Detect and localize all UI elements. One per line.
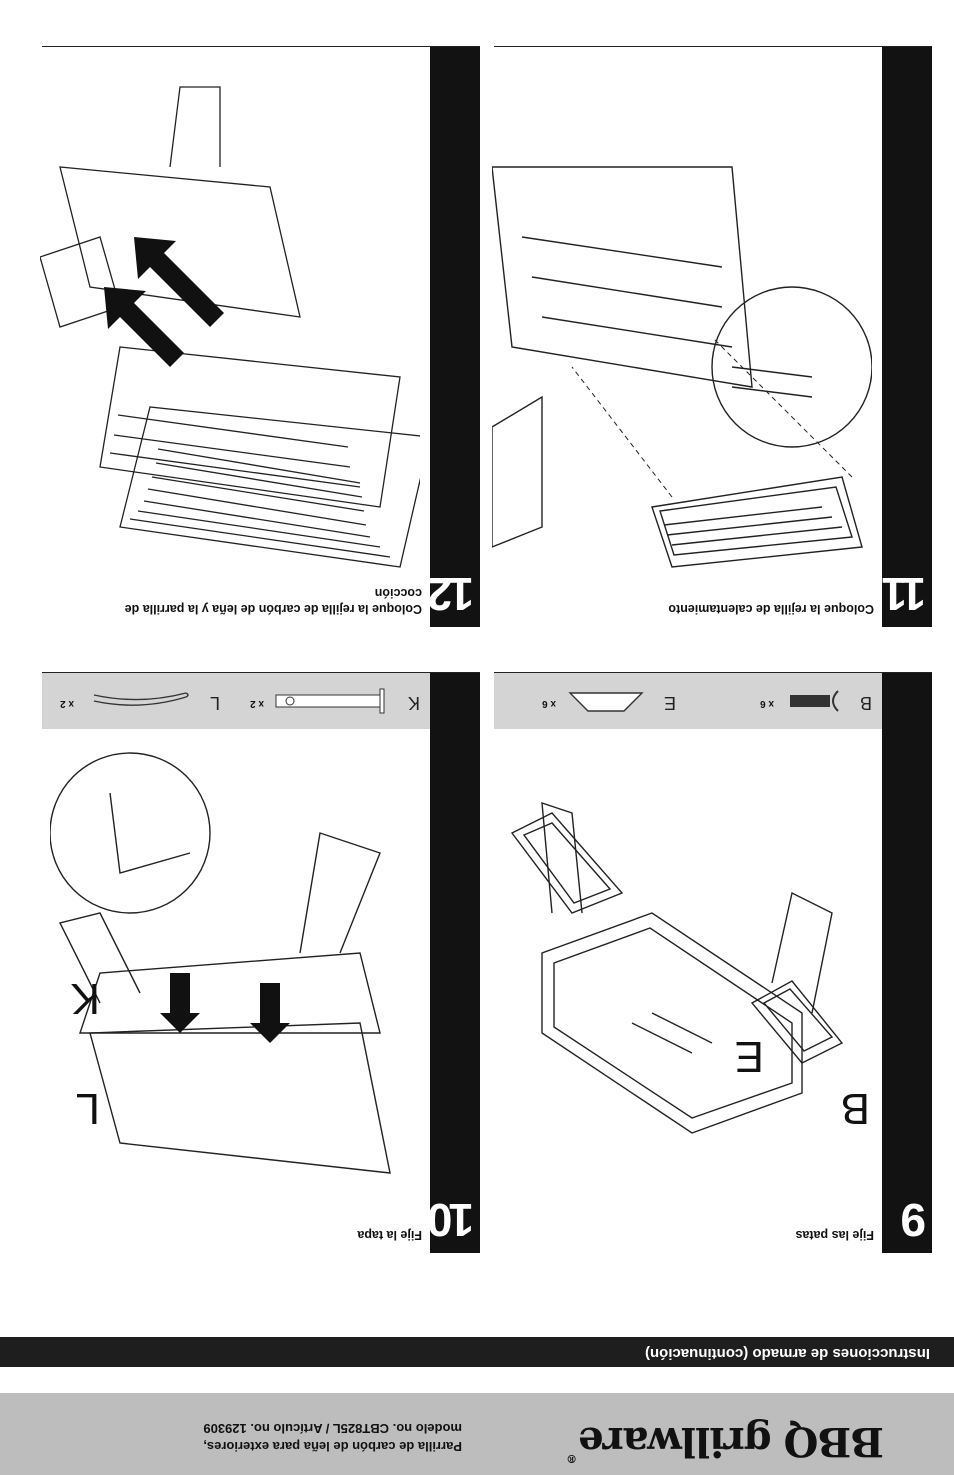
part-qty-l: x 2 bbox=[60, 698, 74, 709]
step-caption: Fije las patas bbox=[795, 1228, 874, 1242]
callout-l: L bbox=[75, 1084, 100, 1133]
bolt-icon bbox=[790, 690, 839, 712]
step-number: 9 bbox=[904, 1194, 926, 1246]
legs-illustration bbox=[510, 801, 844, 1134]
warming-rack-illustration bbox=[492, 166, 872, 568]
washer-icon bbox=[568, 692, 644, 712]
step-number: 12 bbox=[430, 568, 474, 620]
step-caption: Coloque la rejilla de calentamiento bbox=[668, 602, 874, 616]
step-9-panel: 9 Fije las patas B E B x 6 E x 6 bbox=[494, 672, 932, 1253]
section-bar: Instrucciones de armado (continuación) bbox=[0, 1337, 954, 1367]
step-caption: Fije la tapa bbox=[357, 1228, 422, 1242]
step-12-panel: 12 Coloque la rejilla de carbón de leña … bbox=[40, 46, 480, 627]
step-caption: Coloque la rejilla de carbón de leña y l… bbox=[124, 586, 422, 616]
part-qty-e: x 6 bbox=[542, 698, 556, 709]
part-qty-b: x 6 bbox=[760, 698, 774, 709]
step-10-panel: 10 Fije la tapa L K K x 2 L x 2 bbox=[42, 672, 480, 1253]
part-letter-k: K bbox=[407, 693, 420, 713]
callout-e: E bbox=[734, 1032, 764, 1081]
step-number: 11 bbox=[885, 568, 926, 620]
section-title: Instrucciones de armado (continuación) bbox=[644, 1345, 930, 1362]
callout-k: K bbox=[70, 974, 100, 1023]
hinge-pin-icon bbox=[275, 688, 385, 714]
part-letter-e: E bbox=[663, 693, 676, 713]
brand-logo: BBQ grillware® bbox=[567, 1418, 884, 1465]
cooking-grate-illustration bbox=[40, 86, 420, 568]
part-letter-l: L bbox=[209, 693, 220, 713]
step-11-panel: 11 Coloque la rejilla de calentamiento bbox=[492, 46, 932, 627]
lid-illustration bbox=[50, 752, 391, 1174]
step-number: 10 bbox=[430, 1194, 474, 1246]
model-info: Parrilla de carbón de leña para exterior… bbox=[203, 1421, 462, 1454]
parts-strip: B x 6 E x 6 bbox=[494, 673, 882, 729]
callout-b: B bbox=[840, 1084, 870, 1133]
footer-band: BBQ grillware® Parrilla de carbón de leñ… bbox=[0, 1393, 954, 1475]
part-letter-b: B bbox=[859, 693, 872, 713]
parts-strip: K x 2 L x 2 bbox=[42, 673, 430, 729]
cotter-pin-icon bbox=[93, 692, 189, 706]
part-qty-k: x 2 bbox=[250, 698, 264, 709]
